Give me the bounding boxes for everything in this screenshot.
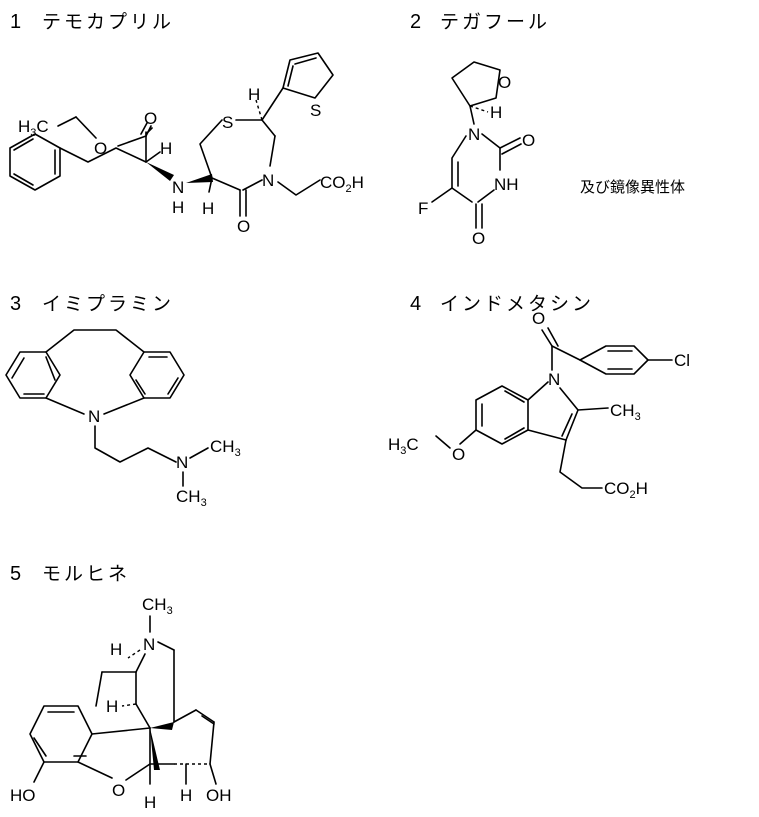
ethano-bridge (45, 329, 145, 353)
thf-ring (451, 61, 501, 107)
atom-N-dimethyl: N (176, 453, 188, 472)
atom-N-indole: N (548, 370, 560, 389)
stereo-wedge-5a (150, 722, 174, 730)
hydroxy-c6: OH (206, 786, 232, 805)
methyl-1: CH3 (210, 437, 241, 459)
atom-H-ring: H (202, 199, 214, 218)
atom-O-methoxy: O (452, 445, 465, 464)
stereo-wedge-1 (146, 162, 174, 181)
n-methyl: CH3 (142, 595, 173, 617)
compound-2: 2 テガフール O H N O NH O F 及び鏡像異性体 (410, 11, 685, 248)
aromatic-ring-morphine (29, 705, 93, 763)
stereo-wedge-5b (150, 728, 160, 770)
methyl-2: CH3 (176, 487, 207, 509)
atom-H-c5: H (144, 793, 156, 812)
methyl-c2: CH3 (610, 401, 641, 423)
stereo-wedge-2 (186, 174, 213, 183)
compound-5-number: 5 (10, 563, 21, 585)
hydroxy-c3: HO (10, 786, 36, 805)
compound-5-name: モルヒネ (42, 563, 130, 585)
atom-O-ester: O (94, 139, 107, 158)
compound-4: 4 インドメタシン N CH3 CO2H O H3C O Cl (388, 293, 690, 501)
methoxy-h3c: H3C (388, 435, 419, 457)
atom-O-c4: O (472, 229, 485, 248)
phenyl-ring (9, 133, 61, 191)
atom-NH: NH (494, 175, 519, 194)
enantiomer-note: 及び鏡像異性体 (580, 178, 685, 196)
propyl-chain (94, 425, 177, 463)
benzene-right (129, 351, 185, 399)
atom-O-lactam: O (237, 217, 250, 236)
acetic-acid-chain-4 (559, 439, 603, 489)
atom-H-thf: H (490, 103, 502, 122)
compound-5: 5 モルヒネ CH3 N H H OH H (10, 563, 232, 812)
atom-H-c9: H (110, 640, 122, 659)
ethyl-h3c: H3C (18, 117, 49, 139)
group-co2h-4: CO2H (604, 479, 648, 501)
atom-S-ring: S (222, 113, 233, 132)
atom-O-c2: O (522, 131, 535, 150)
compound-2-name: テガフール (440, 11, 550, 33)
acetic-acid-chain (277, 179, 321, 196)
compound-3-name: イミプラミン (42, 293, 174, 315)
atom-H-c14: H (106, 697, 118, 716)
compound-4-number: 4 (410, 293, 421, 315)
group-co2h-1: CO2H (320, 173, 364, 195)
atom-N-ring: N (88, 407, 100, 426)
indole-benzene (475, 385, 529, 445)
compound-2-number: 2 (410, 11, 421, 33)
compound-1-name: テモカプリル (42, 11, 174, 33)
uracil-left (451, 135, 473, 203)
compound-1-number: 1 (10, 11, 21, 33)
atom-N1: N (468, 125, 480, 144)
atom-Cl: Cl (674, 351, 690, 370)
atom-H-stereo: H (248, 85, 260, 104)
atom-O-benzoyl: O (532, 309, 545, 328)
atom-H-alpha: H (160, 139, 172, 158)
compound-3-number: 3 (10, 293, 21, 315)
atom-S-thiophene: S (310, 101, 321, 120)
thiophene-ring (282, 52, 334, 99)
homophenyl-chain (59, 147, 147, 163)
atom-O-thf: O (498, 73, 511, 92)
atom-F: F (418, 199, 428, 218)
atom-O-carbonyl: O (144, 109, 157, 128)
atom-N-ring: N (262, 171, 274, 190)
atom-O-ether: O (112, 781, 125, 800)
compound-3: 3 イミプラミン N N CH3 CH3 (5, 293, 241, 509)
atom-H-c6: H (180, 786, 192, 805)
compound-4-name: インドメタシン (440, 293, 594, 315)
ring-bond-c-s (199, 119, 223, 179)
atom-N-morphine: N (143, 635, 155, 654)
